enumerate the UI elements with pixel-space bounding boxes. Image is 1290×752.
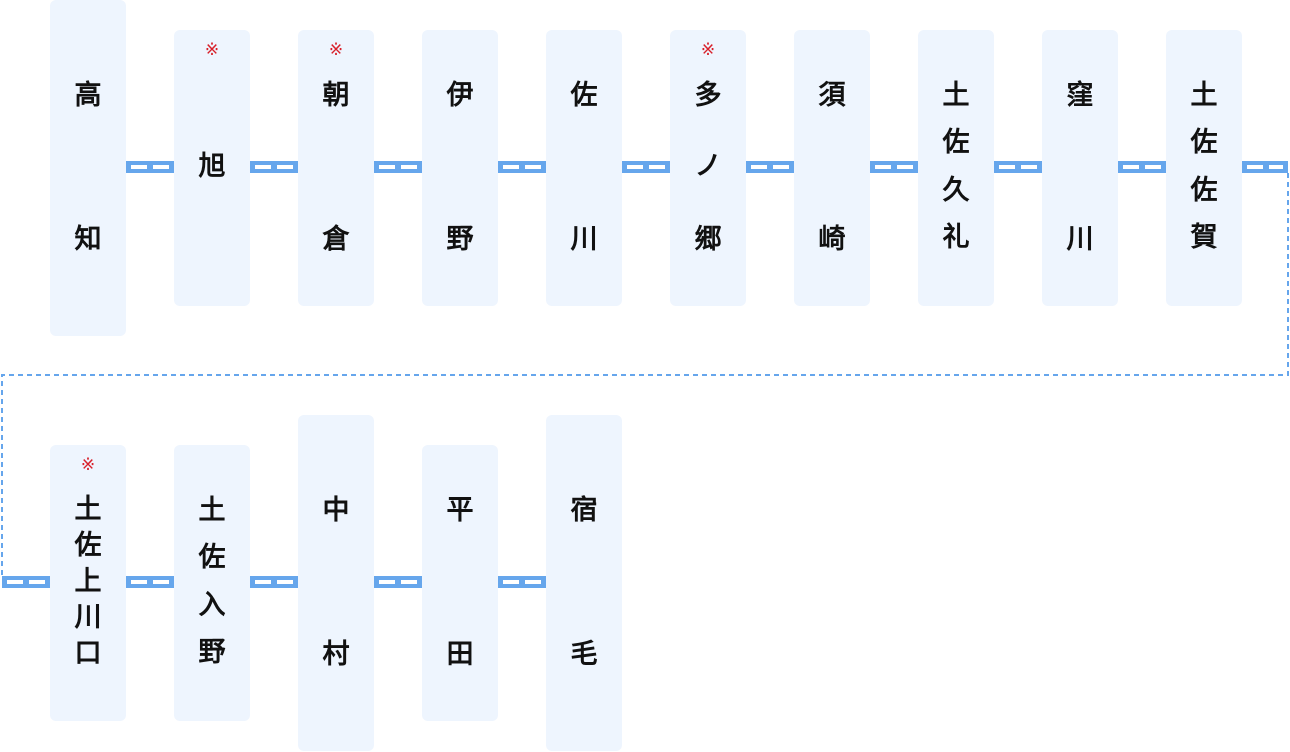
track-segment [126,576,174,588]
station-1-3: 平田 [422,445,498,721]
track-segment [250,161,298,173]
station-name: 多ノ郷 [694,80,722,255]
station-1-2: 中村 [298,415,374,751]
station-0-1: ※旭 [174,30,250,306]
station-name: 佐川 [570,80,598,255]
note-mark: ※ [204,40,220,60]
station-name: 伊野 [446,80,474,255]
track-segment [126,161,174,173]
station-name: 高知 [74,80,102,255]
station-name: 中村 [322,495,350,670]
note-mark: ※ [328,40,344,60]
station-0-3: 伊野 [422,30,498,306]
track-segment [250,576,298,588]
station-name: 旭 [198,151,226,182]
track-segment [746,161,794,173]
station-0-2: ※ 朝倉 [298,30,374,306]
station-name: 平田 [446,495,474,670]
track-segment [1118,161,1166,173]
station-0-0: 高知 [50,0,126,336]
station-0-9: 土佐佐賀 [1166,30,1242,306]
station-1-1: 土佐入野 [174,445,250,721]
track-segment [374,161,422,173]
note-mark: ※ [80,455,96,475]
station-0-8: 窪川 [1042,30,1118,306]
station-0-4: 佐川 [546,30,622,306]
track-segment [498,161,546,173]
station-name: 朝倉 [322,80,350,255]
station-1-0: ※ 土佐上川口 [50,445,126,721]
station-name: 土佐久礼 [942,80,970,253]
station-name: 土佐佐賀 [1190,80,1218,253]
station-name: 宿毛 [570,495,598,670]
track-segment-start [2,576,50,588]
track-segment-end [1242,161,1288,173]
station-name: 窪川 [1066,80,1094,255]
station-0-5: ※ 多ノ郷 [670,30,746,306]
station-name: 土佐入野 [198,495,226,668]
note-mark: ※ [700,40,716,60]
track-segment [994,161,1042,173]
track-segment [622,161,670,173]
track-segment [498,576,546,588]
track-segment [374,576,422,588]
station-1-4: 宿毛 [546,415,622,751]
station-name: 須崎 [818,80,846,255]
station-0-6: 須崎 [794,30,870,306]
station-0-7: 土佐久礼 [918,30,994,306]
track-segment [870,161,918,173]
station-name: 土佐上川口 [74,494,102,669]
